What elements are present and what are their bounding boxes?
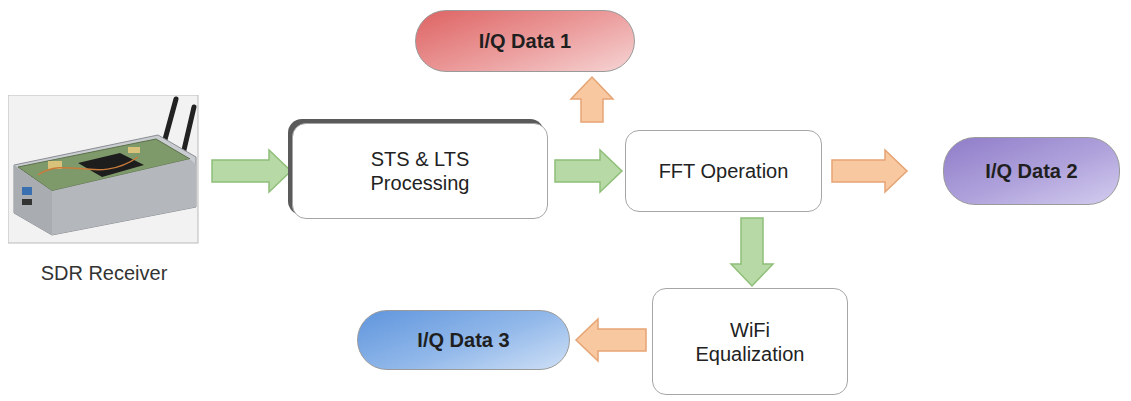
block-arrow bbox=[212, 150, 291, 192]
device-node: SDR Receiver bbox=[8, 95, 200, 285]
node-label: I/Q Data 2 bbox=[985, 159, 1077, 183]
process-box: WiFi Equalization bbox=[652, 288, 848, 395]
data-pill: I/Q Data 1 bbox=[415, 10, 635, 72]
block-arrow bbox=[731, 218, 773, 286]
node-label: I/Q Data 1 bbox=[479, 29, 571, 53]
device-label: SDR Receiver bbox=[41, 261, 168, 285]
block-arrow bbox=[576, 319, 646, 361]
node-label: WiFi Equalization bbox=[688, 318, 813, 366]
sdr-device-illustration bbox=[8, 95, 200, 245]
process-box: STS & LTS Processing bbox=[292, 123, 548, 219]
block-arrow bbox=[571, 77, 613, 122]
process-box: FFT Operation bbox=[625, 130, 822, 212]
node-label: STS & LTS Processing bbox=[355, 147, 485, 195]
block-arrow bbox=[555, 150, 622, 192]
data-pill: I/Q Data 2 bbox=[943, 137, 1120, 205]
data-pill: I/Q Data 3 bbox=[357, 310, 570, 370]
node-label: I/Q Data 3 bbox=[417, 328, 509, 352]
node-label: FFT Operation bbox=[659, 159, 789, 183]
block-arrow bbox=[832, 150, 907, 192]
